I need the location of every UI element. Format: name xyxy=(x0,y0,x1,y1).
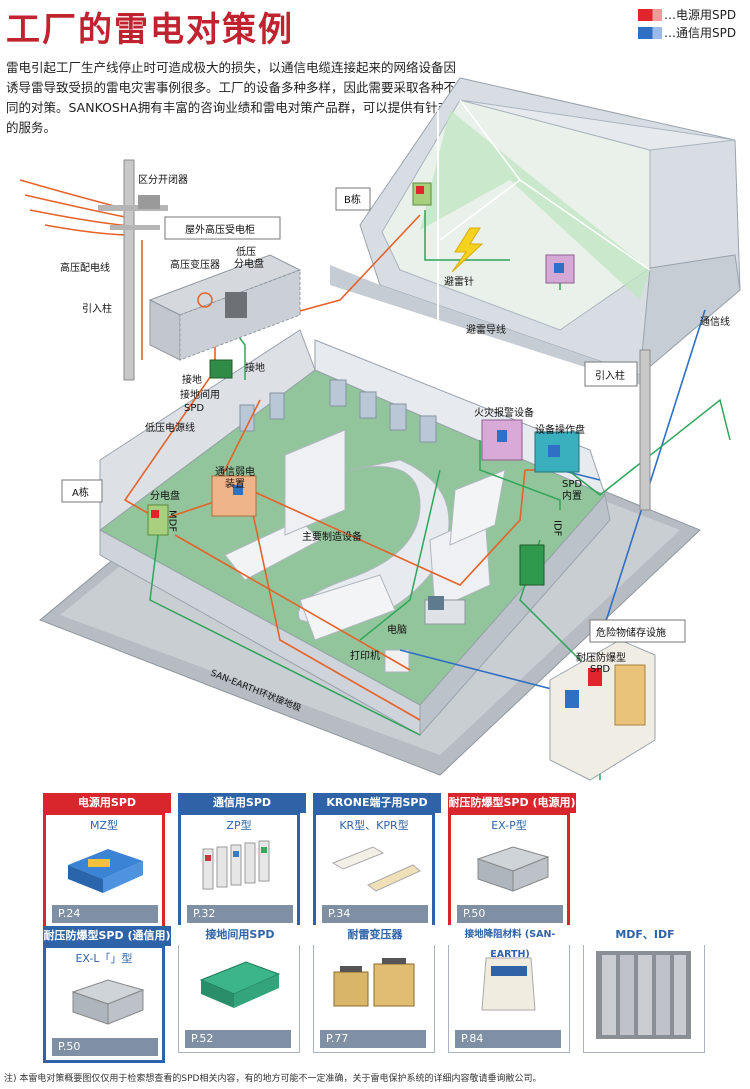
footnote: 注) 本雷电对策概要图仅仅用于检索想查看的SPD相关内容，有的地方可能不一定准确… xyxy=(4,1074,542,1084)
label-ground-1: 接地 xyxy=(182,373,202,386)
legend-item-comm: …通信用SPD xyxy=(638,24,736,42)
comm-weak-box xyxy=(211,475,257,517)
product-model: EX-P型 xyxy=(491,819,527,832)
product-page: P.50 xyxy=(457,905,563,923)
utility-pole-right xyxy=(639,349,651,511)
product-page: P.34 xyxy=(322,905,428,923)
product-card-mz[interactable]: 电源用SPD MZ型 P.24 xyxy=(43,793,171,930)
label-ground-spd-1: 接地间用 xyxy=(180,388,220,401)
label-lv-power-line: 低压电源线 xyxy=(145,421,195,434)
product-model: ZP型 xyxy=(226,819,252,832)
label-computer: 电脑 xyxy=(387,623,407,636)
label-control-panel: 设备操作盘 xyxy=(535,423,585,436)
label-comm-weak-1: 通信弱电 xyxy=(215,465,255,478)
label-hv-line: 高压配电线 xyxy=(60,261,110,274)
product-card-zp[interactable]: 通信用SPD ZP型 P.32 xyxy=(178,793,306,930)
label-lv-panel-1: 低压 xyxy=(236,245,256,258)
label-lead-pole-left: 引入柱 xyxy=(82,302,112,315)
product-model: KR型、KPR型 xyxy=(339,819,409,832)
label-lead-pole-right: 引入柱 xyxy=(595,369,625,382)
product-page: P.84 xyxy=(455,1030,561,1048)
main-equipment xyxy=(224,429,506,673)
hazmat-storage xyxy=(549,639,656,781)
label-ground-2: 接地 xyxy=(245,361,265,374)
product-card-transformer[interactable]: 耐雷变压器 P.77 xyxy=(313,925,437,1053)
label-main-equipment: 主要制造设备 xyxy=(302,530,362,543)
label-mdf: MDF xyxy=(167,510,178,532)
label-printer: 打印机 xyxy=(350,649,380,662)
label-comm-weak-2: 装置 xyxy=(225,477,245,490)
transformer-image xyxy=(333,958,415,1007)
product-category: 接地间用SPD xyxy=(178,925,302,945)
product-card-mdf-idf[interactable]: MDF、IDF xyxy=(583,925,707,1053)
product-page: P.52 xyxy=(185,1030,291,1048)
product-page: P.50 xyxy=(52,1038,158,1056)
label-hazmat: 危险物储存设施 xyxy=(596,626,666,639)
outdoor-cabinet xyxy=(148,254,302,361)
page-title: 工厂的雷电对策例 xyxy=(6,10,294,50)
power-spd-swatch xyxy=(638,9,662,21)
label-ground-spd-2: SPD xyxy=(184,403,204,414)
label-switch: 区分开闭器 xyxy=(138,173,188,186)
label-dist-panel: 分电盘 xyxy=(150,489,180,502)
b-building xyxy=(330,77,741,388)
label-lightning-rod: 避雷针 xyxy=(444,275,474,288)
product-category: 耐雷变压器 xyxy=(313,925,437,945)
label-spd-inside-2: 内置 xyxy=(562,489,582,502)
idf-box xyxy=(519,544,545,586)
product-card-ground-spd[interactable]: 接地间用SPD P.52 xyxy=(178,925,302,1053)
product-page: P.32 xyxy=(187,905,293,923)
product-category: 电源用SPD xyxy=(43,793,171,813)
label-spd-inside-1: SPD xyxy=(562,479,582,490)
spd-boxes xyxy=(147,182,580,586)
label-b-building: B栋 xyxy=(344,193,361,206)
legend-power-label: …电源用SPD xyxy=(664,8,737,22)
legend-comm-label: …通信用SPD xyxy=(664,26,737,40)
product-model: EX-L「」型 xyxy=(75,952,133,965)
product-card-san-earth[interactable]: 接地降阻材料 (SAN-EARTH) P.84 xyxy=(448,925,572,1053)
utility-pole-left xyxy=(98,159,168,381)
mdf-idf-image xyxy=(596,951,691,1039)
exl-spd-image xyxy=(71,979,145,1025)
product-category: 接地降阻材料 (SAN-EARTH) xyxy=(448,925,572,960)
label-comm-line: 通信线 xyxy=(700,315,730,328)
product-page: P.24 xyxy=(52,905,158,923)
lightning-bolt-icon xyxy=(451,227,484,273)
product-category: MDF、IDF xyxy=(583,925,707,945)
ground-spd-image xyxy=(199,961,281,1008)
ground-spd-box xyxy=(209,359,233,379)
label-ex-spd-2: SPD xyxy=(590,664,610,675)
product-category: 耐压防爆型SPD (电源用) xyxy=(448,793,576,813)
label-a-building: A栋 xyxy=(72,486,89,499)
legend-item-power: …电源用SPD xyxy=(638,6,736,24)
comm-spd-swatch xyxy=(638,27,662,39)
label-lv-panel-2: 分电盘 xyxy=(234,257,264,270)
label-outdoor-cabinet: 屋外高压受电柜 xyxy=(185,223,255,236)
product-category: KRONE端子用SPD xyxy=(313,793,441,813)
intro-text: 雷电引起工厂生产线停止时可造成极大的损失，以通信电缆连接起来的网络设备因诱导雷导… xyxy=(6,60,463,135)
label-hv-transformer: 高压变压器 xyxy=(170,258,220,271)
exp-spd-image xyxy=(476,846,550,892)
label-ex-spd-1: 耐压防爆型 xyxy=(576,651,626,664)
product-category: 耐压防爆型SPD (通信用) xyxy=(43,926,171,946)
mz-spd-image xyxy=(68,849,143,893)
label-fire-alarm: 火灾报警设备 xyxy=(474,406,534,419)
factory-lightning-diagram: 区分开闭器 高压配电线 引入柱 屋外高压受电柜 高压变压器 低压 分电盘 接地 … xyxy=(19,77,741,781)
product-model: MZ型 xyxy=(89,819,119,832)
product-category: 通信用SPD xyxy=(178,793,306,813)
legend: …电源用SPD …通信用SPD xyxy=(638,6,736,42)
product-card-exp[interactable]: 耐压防爆型SPD (电源用) EX-P型 P.50 xyxy=(448,793,576,930)
product-card-kr[interactable]: KRONE端子用SPD KR型、KPR型 P.34 xyxy=(313,793,441,930)
dist-panel-box xyxy=(147,504,169,536)
kr-spd-image xyxy=(331,846,421,892)
a-building-windows xyxy=(239,379,437,443)
san-earth-bag-image xyxy=(481,957,536,1011)
product-card-exl[interactable]: 耐压防爆型SPD (通信用) EX-L「」型 P.50 xyxy=(43,926,171,1063)
zp-spd-image xyxy=(202,840,270,890)
label-idf: IDF xyxy=(552,520,563,537)
label-down-conductor: 避雷导线 xyxy=(466,323,506,336)
product-page: P.77 xyxy=(320,1030,426,1048)
